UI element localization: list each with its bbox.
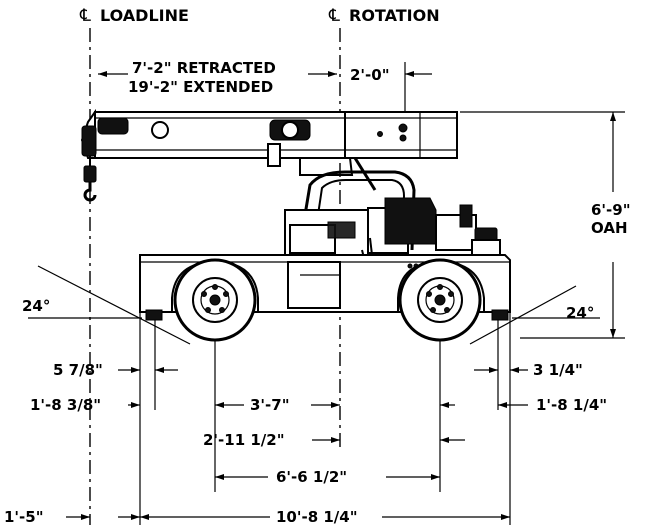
overall-height-value: 6'-9" — [591, 201, 631, 219]
hook-block — [83, 165, 97, 183]
departure-angle-label: 24° — [566, 304, 594, 322]
front-overhang-label: 5 7/8" — [53, 361, 103, 379]
front-axle-to-end-label: 1'-8 3/8" — [30, 396, 101, 414]
front-wheel-icon — [173, 258, 257, 342]
rear-overhang-label: 3 1/4" — [533, 361, 583, 379]
dimension-lines — [28, 62, 616, 520]
extension-lines — [139, 111, 625, 525]
engine-block — [384, 197, 437, 245]
dimension-labels: 7'-2" RETRACTED 19'-2" EXTENDED 2'-0" 6'… — [4, 59, 631, 525]
rotation-offset-label: 2'-0" — [350, 66, 390, 84]
wheelbase-label: 6'-6 1/2" — [276, 468, 347, 486]
loadline-header: ℄ LOADLINE — [79, 6, 189, 26]
rear-outrigger-pad — [491, 309, 509, 321]
rear-axle-to-end-label: 1'-8 1/4" — [536, 396, 607, 414]
centerline-symbol-icon: ℄ — [79, 6, 91, 26]
rops-cage — [303, 170, 416, 251]
boom-extended-label: 19'-2" EXTENDED — [128, 78, 273, 96]
crane-illustration — [80, 108, 511, 342]
rotation-to-rear-axle-label: 2'-11 1/2" — [203, 431, 285, 449]
boom-pivot-icon — [398, 123, 408, 133]
front-axle-to-rotation-label: 3'-7" — [250, 396, 290, 414]
centerline-symbol-icon: ℄ — [328, 6, 340, 26]
rotation-label: ROTATION — [349, 6, 440, 25]
front-outrigger-pad — [145, 309, 163, 321]
overall-length-label: 10'-8 1/4" — [276, 508, 358, 525]
boom-pin-icon — [151, 121, 169, 139]
rotation-header: ℄ ROTATION — [328, 6, 440, 26]
overall-height-label: OAH — [591, 219, 628, 237]
loadline-to-front-label: 1'-5" — [4, 508, 44, 525]
loadline-label: LOADLINE — [100, 6, 189, 25]
boom-retracted-label: 7'-2" RETRACTED — [132, 59, 276, 77]
rear-wheel-icon — [398, 258, 482, 342]
hook-icon — [83, 182, 97, 202]
approach-angle-label: 24° — [22, 297, 50, 315]
